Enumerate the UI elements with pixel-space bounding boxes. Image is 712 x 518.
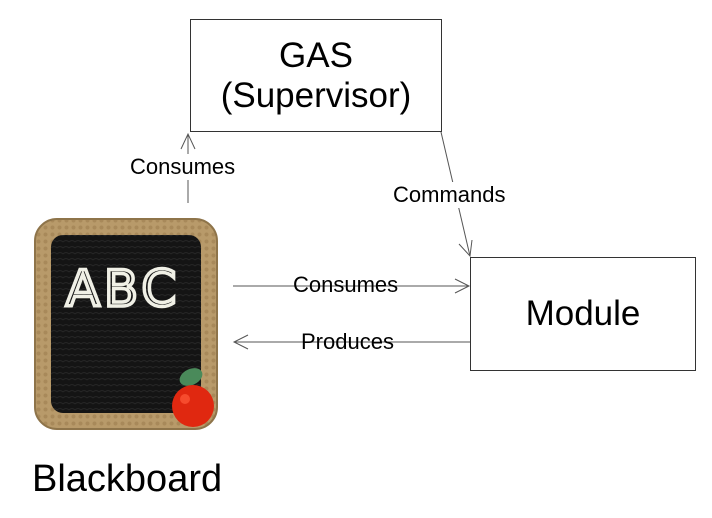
module-label: Module (525, 294, 641, 333)
board-surface (51, 235, 201, 413)
board-chalk-text: ABC (66, 260, 181, 318)
gas-subtitle: (Supervisor) (220, 75, 412, 115)
blackboard-image: ABC (34, 218, 218, 430)
gas-supervisor-box: GAS (Supervisor) (190, 19, 442, 132)
apple-leaf (179, 368, 203, 386)
blackboard-caption: Blackboard (32, 458, 223, 500)
consumes-arrowhead-module (454, 278, 471, 294)
module-box: Module (470, 257, 696, 371)
consumes-arrowhead-gas (180, 132, 196, 150)
apple (172, 385, 214, 427)
produces-arrowhead (232, 334, 249, 350)
gas-title: GAS (279, 35, 353, 75)
commands-label: Commands (392, 182, 507, 208)
commands-arrowhead (458, 239, 473, 258)
consumes-label-module: Consumes (293, 272, 399, 297)
produces-label: Produces (301, 329, 394, 354)
consumes-label-gas: Consumes (129, 154, 237, 180)
